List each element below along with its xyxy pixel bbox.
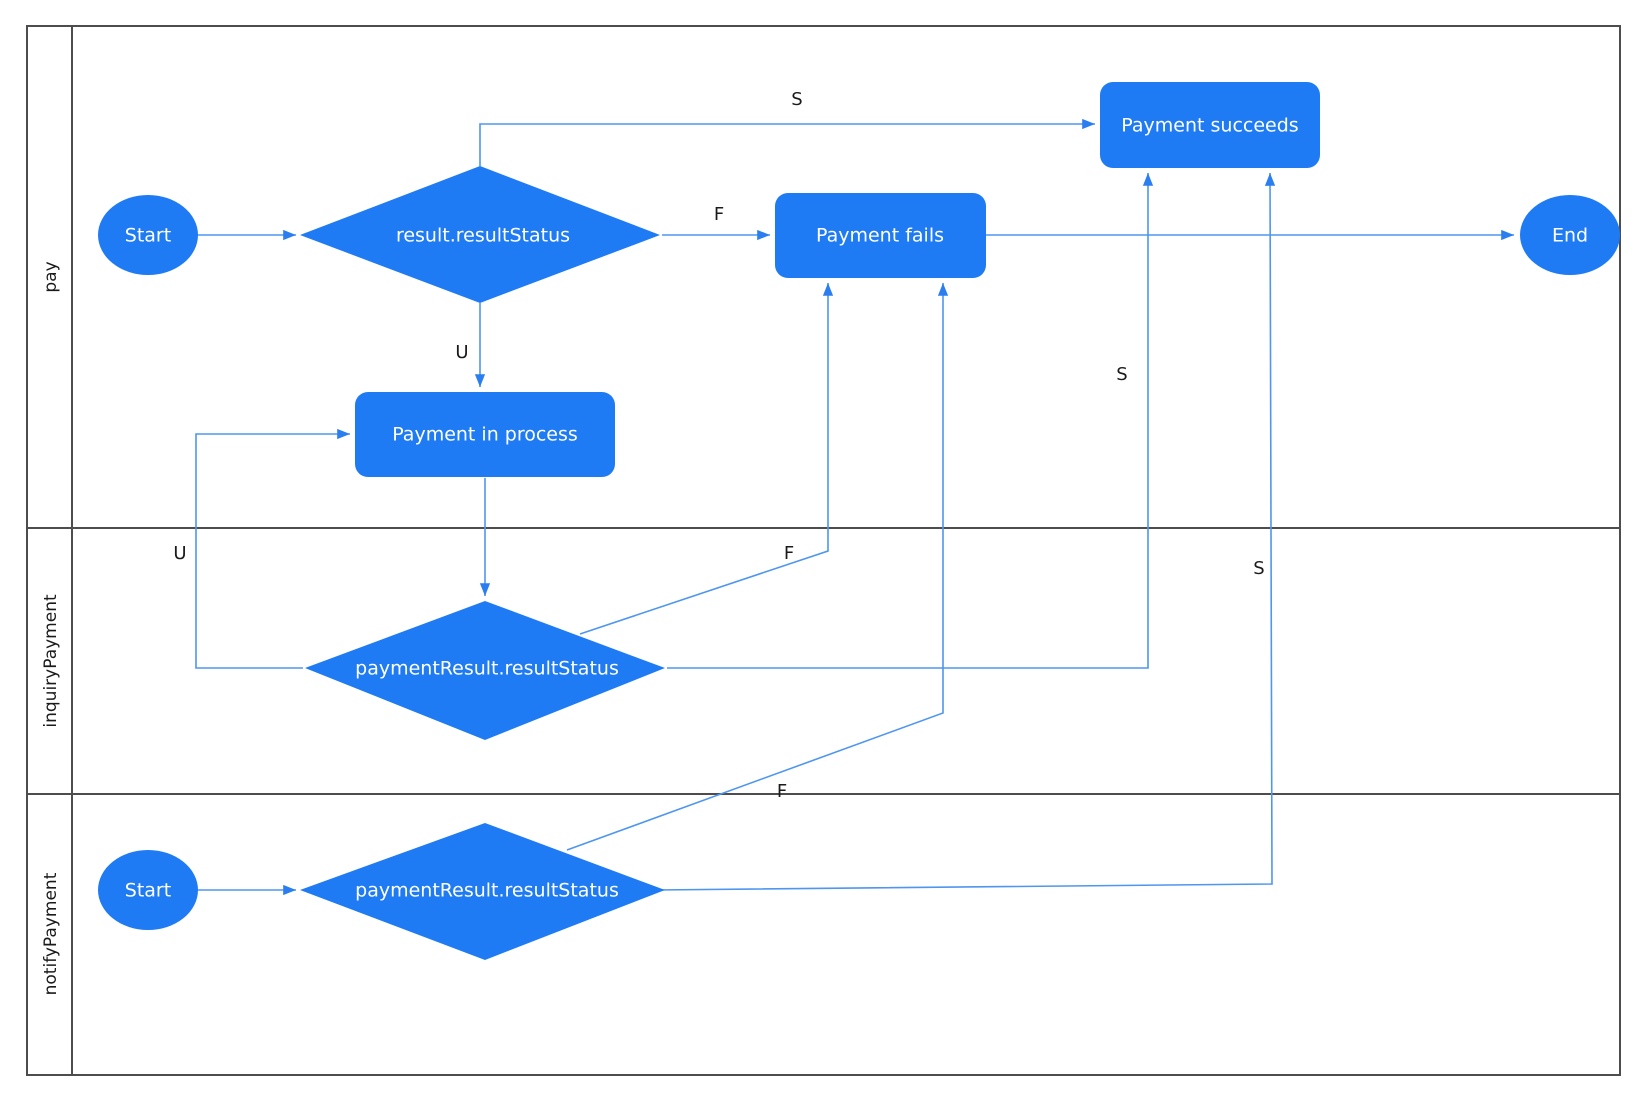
- edge-notify-decision-to-succeeds: [654, 172, 1276, 891]
- nodes-layer: Start result.resultStatus Payment fails …: [98, 82, 1620, 960]
- inquiry-decision-label: paymentResult.resultStatus: [355, 658, 619, 680]
- node-payment-succeeds[interactable]: Payment succeeds: [1100, 82, 1320, 168]
- edge-label-f-notify: F: [777, 781, 787, 802]
- pay-end-ellipse[interactable]: [1520, 195, 1620, 275]
- edge-label-f-pay: F: [714, 204, 724, 225]
- node-pay-end[interactable]: End: [1520, 195, 1620, 275]
- payment-succeeds-label: Payment succeeds: [1121, 115, 1298, 137]
- payment-succeeds-rect[interactable]: [1100, 82, 1320, 168]
- edge-label-s-inquiry: S: [1116, 364, 1127, 385]
- node-notify-decision[interactable]: paymentResult.resultStatus: [300, 823, 665, 960]
- notify-decision-label: paymentResult.resultStatus: [355, 880, 619, 902]
- node-inquiry-decision[interactable]: paymentResult.resultStatus: [305, 601, 665, 740]
- payment-fails-label: Payment fails: [816, 225, 944, 247]
- edge-inquiry-decision-to-succeeds: [667, 173, 1154, 669]
- edge-decision-to-succeeds: [479, 118, 1095, 166]
- edge-inquiry-decision-to-in-process: [195, 428, 350, 669]
- notify-start-label: Start: [125, 880, 171, 902]
- payment-in-process-rect[interactable]: [355, 392, 615, 477]
- pay-start-label: Start: [125, 225, 171, 247]
- node-notify-start[interactable]: Start: [98, 850, 198, 930]
- notify-decision-diamond[interactable]: [300, 823, 665, 960]
- pool-outline: [26, 25, 1621, 1076]
- swimlane-frame: [26, 25, 1621, 1076]
- lane-title-pay: pay: [41, 261, 61, 292]
- edge-inquiry-decision-to-fails: [579, 283, 834, 635]
- inquiry-decision-diamond[interactable]: [305, 601, 665, 740]
- notify-start-ellipse[interactable]: [98, 850, 198, 930]
- node-pay-decision[interactable]: result.resultStatus: [300, 166, 660, 303]
- lane-title-notifyPayment: notifyPayment: [41, 872, 61, 995]
- lane-title-inquiryPayment: inquiryPayment: [41, 594, 61, 728]
- payment-in-process-label: Payment in process: [392, 424, 578, 446]
- edge-label-s-top: S: [791, 89, 802, 110]
- node-payment-fails[interactable]: Payment fails: [775, 193, 986, 278]
- edge-label-u-inquiry: U: [173, 543, 186, 564]
- edge-label-u-pay: U: [455, 342, 468, 363]
- node-pay-start[interactable]: Start: [98, 195, 198, 275]
- payment-fails-rect[interactable]: [775, 193, 986, 278]
- pay-end-label: End: [1552, 225, 1588, 247]
- edge-labels-layer: S F U U F S F S: [173, 89, 1264, 802]
- pay-decision-label: result.resultStatus: [396, 225, 570, 247]
- edge-label-f-inquiry: F: [784, 543, 794, 564]
- node-payment-in-process[interactable]: Payment in process: [355, 392, 615, 477]
- pay-start-ellipse[interactable]: [98, 195, 198, 275]
- pay-decision-diamond[interactable]: [300, 166, 660, 303]
- edges-layer: [195, 118, 1514, 896]
- edge-notify-decision-to-fails: [566, 283, 949, 851]
- edge-label-s-notify: S: [1253, 558, 1264, 579]
- lane-titles: pay inquiryPayment notifyPayment: [41, 261, 61, 995]
